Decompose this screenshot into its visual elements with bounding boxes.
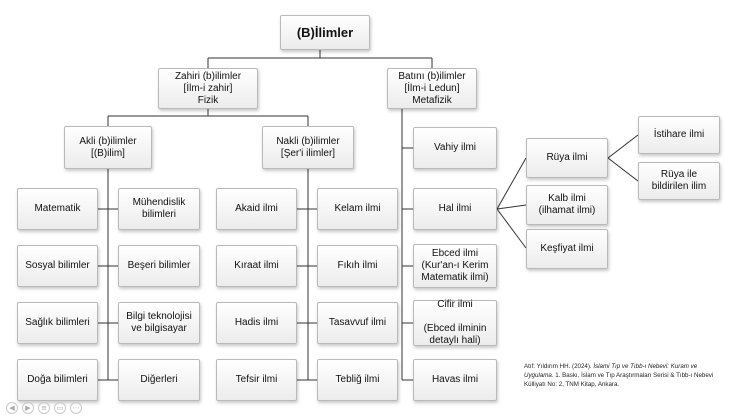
forward-icon[interactable]: ▶ [22, 402, 34, 414]
ruya-ilmi-node: Rüya ilmi [526, 138, 608, 178]
akaid-ilmi-node: Akaid ilmi [216, 188, 297, 230]
citation-suffix: . 1. Baskı, İslam ve Tıp Araştırmaları S… [524, 372, 714, 388]
citation-title: İslami Tıp ve Tıbb-ı Nebevi: Kuram ve Uy… [524, 363, 698, 379]
cifir-ilmi-node: Cifir ilmi (Ebced ilminin detaylı hali) [413, 299, 497, 346]
back-icon[interactable]: ◀ [6, 402, 18, 414]
batini-node: Batını (b)ilimler [İlm-i Ledun] Metafizi… [387, 68, 477, 109]
nakli-node: Nakli (b)ilimler [Şer'i ilimler] [262, 126, 354, 169]
bilgi-teknolojisi-node: Bilgi teknolojisi ve bilgisayar [118, 302, 200, 344]
fikih-ilmi-node: Fıkıh ilmi [317, 245, 398, 287]
saglik-bilimleri-node: Sağlık bilimleri [17, 302, 98, 344]
doga-bilimleri-node: Doğa bilimleri [17, 359, 98, 401]
teblig-ilmi-node: Tebliğ ilmi [317, 359, 398, 401]
matematik-node: Matematik [17, 188, 98, 230]
slide-icon[interactable]: ▭ [54, 402, 66, 414]
menu-icon[interactable]: ≡ [38, 402, 50, 414]
istihare-ilmi-node: İstihare ilmi [638, 116, 720, 154]
zahiri-node: Zahiri (b)ilimler [İlm-i zahir] Fizik [158, 68, 258, 109]
beseri-bilimler-node: Beşeri bilimler [118, 245, 200, 287]
sosyal-bilimler-node: Sosyal bilimler [17, 245, 98, 287]
kelam-ilmi-node: Kelam ilmi [317, 188, 398, 230]
akli-node: Akli (b)ilimler [(B)ilim] [64, 126, 152, 169]
kiraat-ilmi-node: Kıraat ilmi [216, 245, 297, 287]
ebced-ilmi-node: Ebced ilmi (Kur'an-ı Kerim Matematik ilm… [413, 244, 497, 288]
root-node: (B)İlimler [280, 15, 370, 50]
kalb-ilmi-node: Kalb ilmi (ilhamat ilmi) [526, 185, 608, 225]
citation-text: Atıf: Yıldırım HH. (2024). İslami Tıp ve… [524, 362, 724, 389]
slideshow-toolbar: ◀ ▶ ≡ ▭ ⋯ [6, 402, 82, 416]
tasavvuf-ilmi-node: Tasavvuf ilmi [317, 302, 398, 344]
hadis-ilmi-node: Hadis ilmi [216, 302, 297, 344]
tefsir-ilmi-node: Tefsir ilmi [216, 359, 297, 401]
vahiy-ilmi-node: Vahiy ilmi [413, 127, 497, 169]
hal-ilmi-node: Hal ilmi [413, 188, 497, 230]
citation-prefix: Atıf: Yıldırım HH. (2024). [524, 363, 594, 370]
muhendislik-node: Mühendislik bilimleri [118, 188, 200, 230]
digerleri-node: Diğerleri [118, 359, 200, 401]
kesfiyat-ilmi-node: Keşfiyat ilmi [526, 229, 608, 269]
havas-ilmi-node: Havas ilmi [413, 359, 497, 401]
ruya-ile-bildirilen-node: Rüya ile bildirilen ilim [638, 162, 720, 200]
more-icon[interactable]: ⋯ [70, 402, 82, 414]
